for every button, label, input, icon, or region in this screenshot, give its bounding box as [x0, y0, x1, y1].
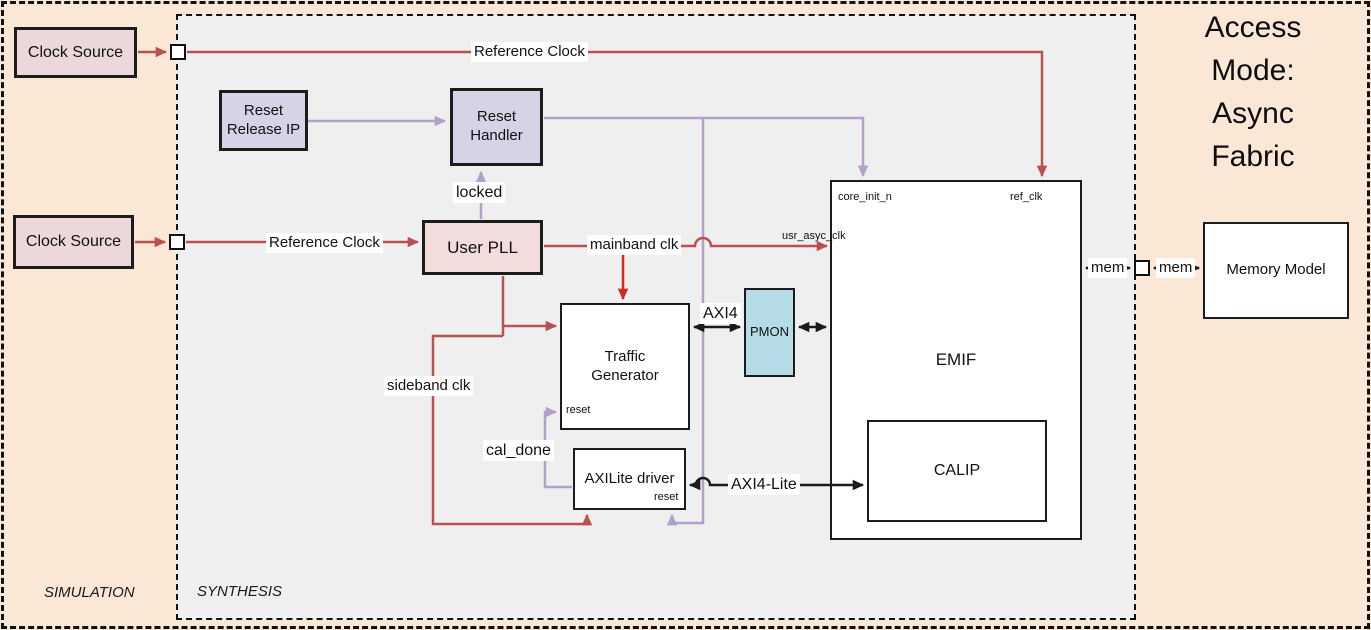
memory-model-label: Memory Model — [1226, 261, 1326, 279]
synthesis-region-label: SYNTHESIS — [197, 583, 283, 600]
boundary-connector-top — [170, 44, 186, 60]
title-line-2: Mode: — [1211, 54, 1295, 87]
traffic-generator-label-line1: Traffic — [604, 347, 646, 365]
reset-handler-label-line2: Handler — [470, 127, 523, 144]
reset-handler-label-line1: Reset — [476, 108, 517, 126]
traffic-generator-label-line2: Generator — [591, 366, 659, 384]
axilite-driver-label: AXILite driver — [584, 469, 675, 487]
axi4-label: AXI4 — [700, 303, 741, 325]
clock-source-bottom-block: Clock Source — [13, 215, 134, 269]
traffic-generator-reset-port: reset — [566, 404, 591, 416]
locked-label: locked — [453, 182, 506, 204]
reset-release-ip-label-line1: Reset — [243, 101, 284, 119]
clock-source-top-label: Clock Source — [27, 43, 124, 61]
reset-release-ip-label-line2: Release IP — [226, 120, 301, 138]
clock-source-top-block: Clock Source — [14, 27, 137, 78]
axilite-driver-reset-port: reset — [654, 491, 679, 503]
emif-label: EMIF — [935, 350, 977, 370]
title-line-4: Fabric — [1211, 140, 1295, 173]
user-pll-block: User PLL — [422, 220, 543, 275]
title-line-1: Access — [1204, 11, 1302, 44]
emif-port-core-init-n: core_init_n — [838, 191, 892, 203]
mem-right-label: mem — [1156, 258, 1196, 278]
simulation-region-label: SIMULATION — [44, 584, 135, 601]
boundary-connector-mid — [169, 234, 185, 250]
title-line-3: Async — [1212, 97, 1294, 130]
reset-handler-block: Reset Handler — [450, 88, 543, 166]
user-pll-label: User PLL — [447, 237, 518, 257]
emif-port-ref-clk: ref_clk — [1010, 191, 1043, 203]
mainband-clk-label: mainband clk — [587, 235, 682, 255]
calip-block: CALIP — [867, 420, 1047, 522]
clock-source-bottom-label: Clock Source — [25, 233, 122, 250]
sideband-clk-label: sideband clk — [384, 376, 474, 396]
reference-clock-mid-label: Reference Clock — [266, 233, 383, 253]
reset-release-ip-block: Reset Release IP — [219, 90, 308, 151]
mem-left-label: mem — [1088, 258, 1128, 278]
memory-model-block: Memory Model — [1203, 222, 1349, 319]
cal-done-label: cal_done — [483, 440, 554, 462]
axi4-lite-label: AXI4-Lite — [728, 474, 800, 496]
pmon-label: PMON — [750, 324, 789, 340]
pmon-block: PMON — [744, 288, 795, 377]
page-title: Access Mode: Async Fabric — [1140, 6, 1366, 178]
boundary-connector-mem — [1134, 260, 1150, 276]
emif-port-usr-asyc-clk: usr_asyc_clk — [782, 230, 846, 242]
calip-label: CALIP — [933, 462, 981, 479]
reference-clock-top-label: Reference Clock — [471, 42, 588, 62]
